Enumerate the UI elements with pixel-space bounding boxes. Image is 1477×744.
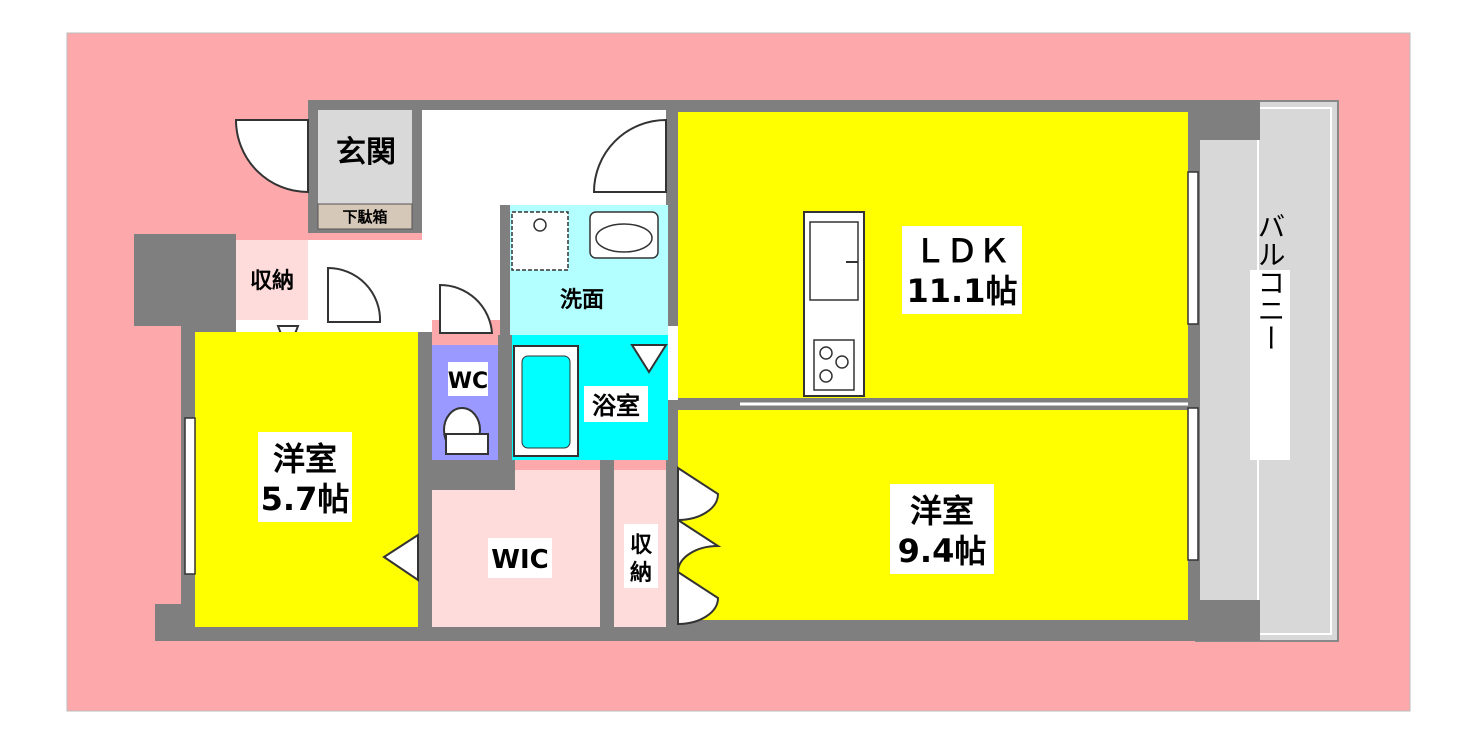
bath-label-bg (584, 386, 648, 422)
western-left-label-bg (258, 432, 352, 522)
washer-pan (511, 211, 569, 271)
shoe-box (317, 203, 413, 230)
bath-door-marker (630, 344, 668, 374)
washer-drain-icon (533, 218, 547, 232)
storage-top-label: 収納 (250, 268, 294, 294)
toilet-tank-icon (445, 433, 489, 455)
burner-2-icon (835, 355, 849, 369)
shoe-box-label: 下駄箱 (342, 208, 387, 226)
entrance-door-swing (234, 119, 309, 194)
vanity-sink-icon (589, 211, 659, 259)
ldk-label-bg (902, 226, 1022, 314)
wc-door-swing (439, 283, 494, 334)
closet-right-door-1 (677, 466, 720, 522)
sink-basin-icon (595, 223, 653, 253)
western-left-door-marker (382, 533, 419, 582)
wic-label-bg (488, 538, 552, 578)
washroom-label: 洗面 (560, 288, 604, 313)
ldk-window (1187, 171, 1199, 325)
washroom-partition (500, 205, 510, 335)
wic-label: WIC (491, 545, 548, 575)
western-right-label-bg (890, 484, 994, 574)
wic-upper (515, 470, 600, 490)
entrance-label-bg (330, 130, 402, 174)
western-right-name-label: 洋室 (910, 492, 974, 530)
western-left-name-label: 洋室 (273, 440, 337, 478)
balcony-label-bg (1250, 270, 1290, 460)
hallway-strip (666, 326, 678, 400)
ldk-size-label: 11.1帖 (907, 272, 1018, 310)
ldk-name-label: ＬＤＫ (914, 232, 1010, 270)
western-left-size-label: 5.7帖 (261, 480, 350, 518)
storage-mid-label-1: 収 (630, 533, 653, 558)
hall-door-swing (327, 266, 382, 323)
bathtub-inner-icon (521, 355, 571, 449)
wc-label: WC (448, 369, 488, 394)
storage-mid-label-bg (624, 524, 658, 588)
bath-label: 浴室 (592, 392, 640, 420)
burner-1-icon (819, 346, 833, 360)
storage-mid-label-2: 納 (630, 560, 652, 586)
burner-3-icon (819, 369, 833, 383)
balcony-label: バルコニー (1254, 212, 1287, 352)
wc-label-bg (448, 362, 488, 396)
western-right-size-label: 9.4帖 (898, 532, 987, 570)
entrance-label: 玄関 (336, 135, 396, 170)
closet-right-door-3 (677, 570, 720, 626)
western-left-window (184, 417, 196, 575)
closet-right-door-2 (677, 518, 722, 573)
ldk-door-swing (592, 118, 667, 193)
wc-partition (498, 335, 512, 470)
bedroom-window (1187, 407, 1199, 561)
storage-top-label-bg (244, 262, 300, 296)
